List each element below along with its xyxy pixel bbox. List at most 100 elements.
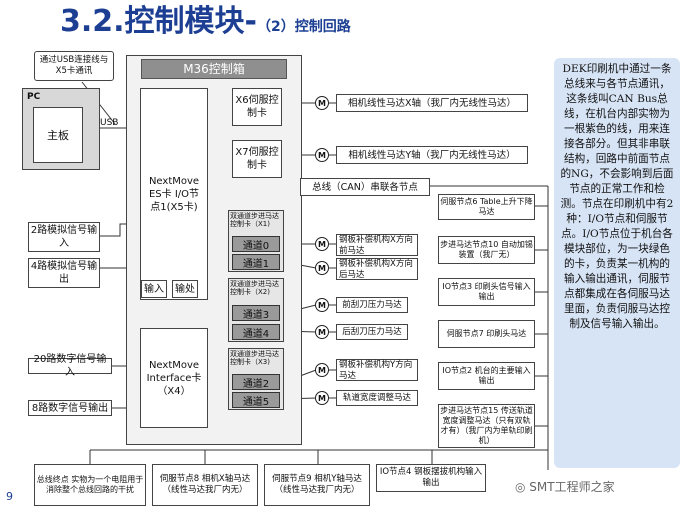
motor-icon: M (315, 325, 329, 339)
stepper-node-15-label: 步进马达节点15 传送轨道宽度调整马达（只有双轨才有）（我厂内为单轨印刷机） (440, 406, 533, 445)
mainboard-label: 主板 (47, 128, 69, 142)
motor-camera-x: 相机线性马达X轴（我厂内无线性马达） (336, 94, 528, 112)
motor-stencil-y-label: 钢板补偿机构Y方向马达 (339, 360, 413, 381)
wechat-icon: ◎ (515, 480, 530, 494)
io-node-4: IO节点4 钢板摆拔机构输入输出 (376, 464, 486, 492)
motor-icon: M (315, 391, 329, 405)
digital-input-text: 20路数字信号输入 (33, 354, 107, 378)
x7-servo-label: X7伺服控制卡 (235, 147, 279, 171)
watermark-text: SMT工程师之家 (529, 480, 615, 494)
digital-input-label: 20路数字信号输入 (28, 354, 112, 378)
nextmove-es-card: NextMove ES卡 I/O节点1(X5卡) (140, 88, 208, 300)
can-bus-label: 总线（CAN）串联各节点 (300, 178, 430, 196)
analog-output-label: 4路模拟信号输出 (28, 258, 100, 288)
usb-callout: 通过USB连接线与X5卡通讯 (34, 51, 114, 81)
pc-label: PC (27, 92, 41, 102)
motor-symbol: M (318, 98, 326, 108)
motor-camera-y-label: 相机线性马达Y轴（我厂内无线性马达） (348, 149, 516, 161)
side-note: DEK印刷机中通过一条总线来与各节点通讯，这条线叫CAN Bus总线，在机台内部… (554, 58, 680, 468)
nextmove-interface-card: NextMove Interface卡（X4） (140, 328, 208, 428)
io-node-2-label: IO节点2 机台的主要输入输出 (442, 366, 531, 385)
nextmove-interface-label: NextMove Interface卡（X4） (146, 359, 202, 397)
motor-rear-squeegee: 后刮刀压力马达 (336, 324, 408, 340)
motor-rear-squeegee-label: 后刮刀压力马达 (342, 326, 402, 337)
stepper-node-10-label: 步进马达节点10 自动加锡装置（我厂无） (440, 240, 533, 259)
motor-rail-width-label: 轨道宽度调整马达 (342, 392, 411, 403)
motor-icon: M (315, 298, 329, 312)
output-port: 输处 (172, 280, 198, 298)
input-port-label: 输入 (144, 283, 164, 295)
io-node-2: IO节点2 机台的主要输入输出 (438, 362, 535, 390)
servo-node-8: 伺服节点8 相机X轴马达（线性马达我厂内无） (152, 464, 258, 506)
stepper-card-x2-label: 双通道步进马达控制卡（X2) (230, 280, 279, 296)
motor-stencil-x-rear: 钢板补偿机构X方向后马达 (336, 258, 418, 280)
digital-output-label: 8路数字信号输出 (28, 400, 112, 416)
channel-2: 通道2 (232, 374, 280, 390)
channel-0: 通道0 (232, 236, 280, 252)
motor-stencil-y: 钢板补偿机构Y方向马达 (336, 359, 418, 381)
input-port: 输入 (141, 280, 167, 298)
page-title: 3.2.控制模块-（2）控制回路 (60, 4, 351, 45)
motor-icon: M (315, 148, 329, 162)
usb-callout-text: 通过USB连接线与X5卡通讯 (39, 55, 109, 76)
motor-symbol: M (318, 263, 326, 273)
channel-2-label: 通道2 (242, 378, 270, 390)
side-note-text: DEK印刷机中通过一条总线来与各节点通讯，这条线叫CAN Bus总线，在机台内部… (560, 63, 674, 330)
motor-symbol: M (318, 365, 326, 375)
motor-camera-x-label: 相机线性马达X轴（我厂内无线性马达） (347, 97, 516, 109)
bus-terminator: 总线终点 实物为一个电阻用于消除整个总线回路的干扰 (34, 464, 146, 506)
title-main: 3.2.控制模块- (60, 4, 257, 39)
motor-front-squeegee-label: 前刮刀压力马达 (342, 299, 402, 310)
cabinet-title-text: M36控制箱 (183, 61, 245, 76)
motor-icon: M (315, 237, 329, 251)
channel-3-label: 通道3 (242, 309, 270, 321)
x6-servo-label: X6伺服控制卡 (235, 95, 279, 119)
analog-input-label: 2路模拟信号输入 (28, 222, 100, 252)
servo-node-6: 伺服节点6 Table上升下降马达 (438, 194, 535, 220)
stepper-card-x3-label: 双通道步进马达控制卡（X3) (230, 350, 279, 366)
channel-1: 通道1 (232, 254, 280, 270)
stepper-node-10: 步进马达节点10 自动加锡装置（我厂无） (438, 236, 535, 264)
nextmove-es-label: NextMove ES卡 I/O节点1(X5卡) (148, 175, 200, 213)
motor-camera-y: 相机线性马达Y轴（我厂内无线性马达） (336, 146, 528, 164)
motor-stencil-x-rear-label: 钢板补偿机构X方向后马达 (339, 259, 413, 280)
motor-symbol: M (318, 300, 326, 310)
motor-icon: M (315, 261, 329, 275)
title-sub: （2）控制回路 (257, 19, 351, 35)
bus-terminator-label: 总线终点 实物为一个电阻用于消除整个总线回路的干扰 (36, 475, 144, 494)
analog-output-text: 4路模拟信号输出 (30, 261, 98, 285)
output-port-label: 输处 (175, 283, 195, 295)
motor-rail-width: 轨道宽度调整马达 (336, 390, 418, 406)
stepper-node-15: 步进马达节点15 传送轨道宽度调整马达（只有双轨才有）（我厂内为单轨印刷机） (438, 404, 535, 448)
servo-node-9-label: 伺服节点9 相机Y轴马达（线性马达我厂内无） (272, 474, 362, 495)
page-number: 9 (6, 490, 13, 503)
can-bus-text: 总线（CAN）串联各节点 (312, 181, 418, 193)
x7-servo-card: X7伺服控制卡 (232, 140, 282, 178)
motor-symbol: M (318, 150, 326, 160)
watermark: ◎ SMT工程师之家 (515, 478, 615, 495)
motor-icon: M (315, 96, 329, 110)
servo-node-7: 伺服节点7 印刷头马达 (438, 320, 535, 348)
motor-icon: M (315, 363, 329, 377)
cabinet-title: M36控制箱 (141, 59, 287, 79)
mainboard: 主板 (33, 107, 83, 163)
usb-label: USB (100, 118, 119, 128)
io-node-3: IO节点3 印刷头信号输入输出 (438, 278, 535, 306)
digital-output-text: 8路数字信号输出 (31, 402, 109, 414)
motor-stencil-x-front-label: 钢板补偿机构X方向前马达 (339, 235, 413, 256)
motor-front-squeegee: 前刮刀压力马达 (336, 297, 408, 313)
channel-0-label: 通道0 (242, 240, 270, 252)
x6-servo-card: X6伺服控制卡 (232, 88, 282, 126)
motor-symbol: M (318, 327, 326, 337)
channel-5-label: 通道5 (242, 396, 270, 408)
channel-4-label: 通道4 (242, 328, 270, 340)
analog-input-text: 2路模拟信号输入 (30, 225, 98, 249)
io-node-3-label: IO节点3 印刷头信号输入输出 (442, 282, 531, 301)
pc-box: PC 主板 (22, 88, 100, 170)
motor-symbol: M (318, 239, 326, 249)
channel-3: 通道3 (232, 305, 280, 321)
motor-stencil-x-front: 钢板补偿机构X方向前马达 (336, 234, 418, 256)
channel-1-label: 通道1 (242, 258, 270, 270)
servo-node-8-label: 伺服节点8 相机X轴马达（线性马达我厂内无） (159, 474, 251, 495)
channel-5: 通道5 (232, 392, 280, 408)
